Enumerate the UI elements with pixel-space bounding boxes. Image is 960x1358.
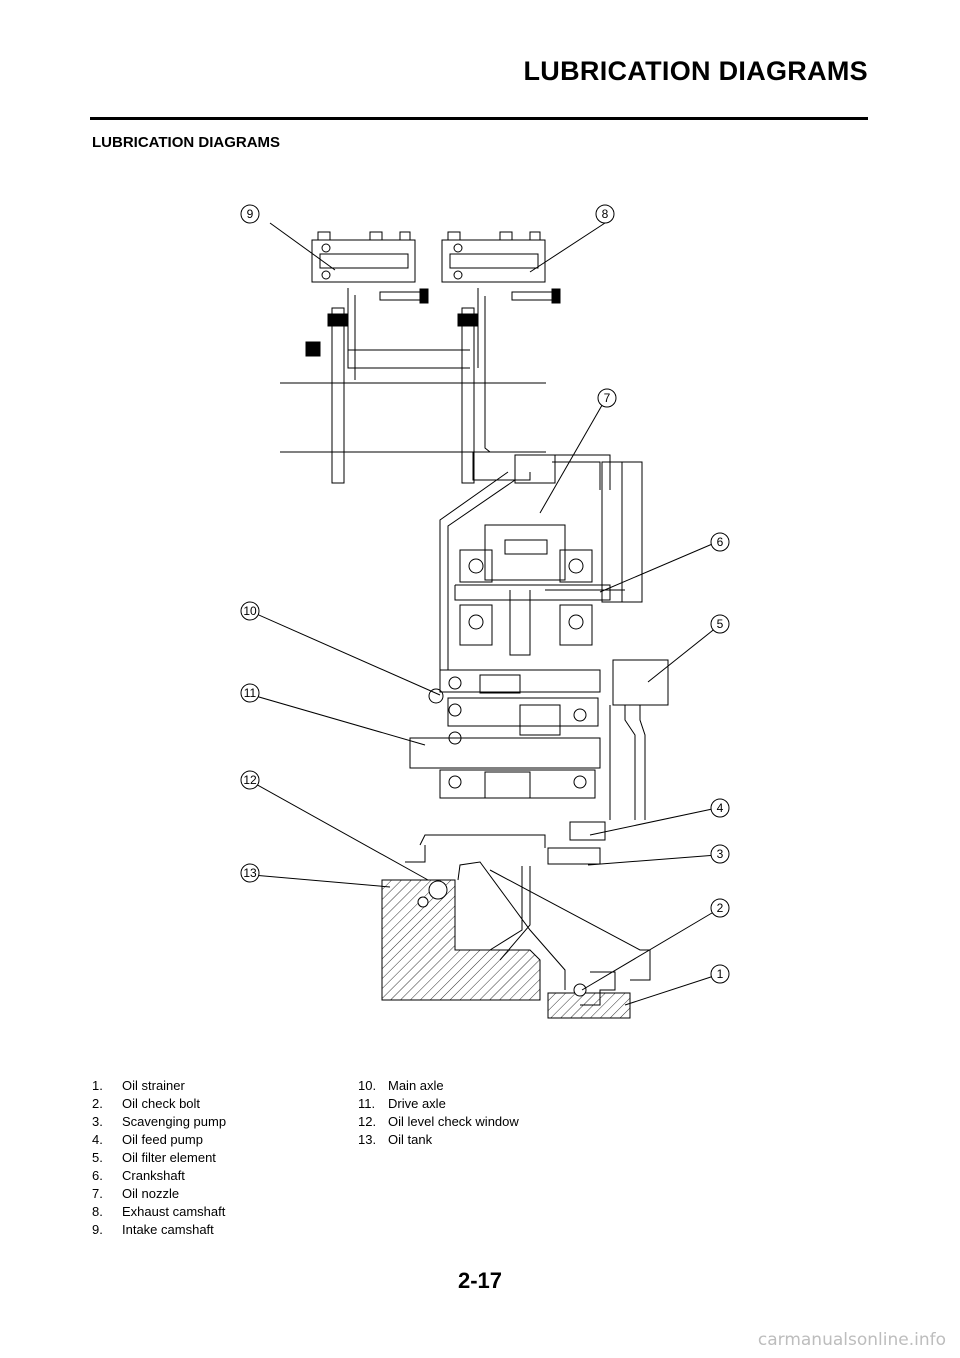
callout-9: 9 [240,204,260,224]
oil-filter [612,659,669,706]
section-title: LUBRICATION DIAGRAMS [92,134,281,151]
callout-8: 8 [595,204,615,224]
svg-text:10: 10 [243,604,257,618]
header-rule [90,117,868,120]
callout-12: 12 [240,770,260,790]
legend-item: 12.Oil level check window [358,1114,519,1129]
callout-4: 4 [710,798,730,818]
svg-text:5: 5 [717,617,724,631]
legend-item: 5.Oil filter element [92,1150,216,1165]
svg-text:2: 2 [717,901,724,915]
lubrication-diagram: 9 8 7 6 5 10 11 12 13 4 3 2 1 [240,204,730,1019]
legend-column-2: 10.Main axle 11.Drive axle 12.Oil level … [358,1077,519,1149]
oil-tank [381,879,541,1001]
svg-text:3: 3 [717,847,724,861]
callout-11: 11 [240,683,260,703]
scavenging-pump [547,847,601,865]
legend-item: 10.Main axle [358,1078,444,1093]
legend-item: 4.Oil feed pump [92,1132,203,1147]
oil-feed-pump [569,821,606,841]
crankshaft [454,524,625,656]
legend-item: 1.Oil strainer [92,1078,185,1093]
intake-camshaft-cap [311,231,416,283]
callout-7: 7 [597,388,617,408]
callout-10: 10 [240,601,260,621]
legend-item: 13.Oil tank [358,1132,433,1147]
svg-text:8: 8 [602,207,609,221]
watermark: carmanualsonline.info [757,1330,946,1350]
callout-6: 6 [710,532,730,552]
page-number: 2-17 [457,1268,503,1293]
page-header-title: LUBRICATION DIAGRAMS [523,56,868,86]
callout-13: 13 [240,863,260,883]
legend-item: 7.Oil nozzle [92,1186,180,1201]
transmission [409,669,601,799]
svg-text:7: 7 [604,391,611,405]
callout-3: 3 [710,844,730,864]
legend-item: 11.Drive axle [358,1096,446,1111]
callout-2: 2 [710,898,730,918]
svg-text:13: 13 [243,866,257,880]
legend-column-1: 1.Oil strainer 2.Oil check bolt 3.Scaven… [92,1077,226,1239]
legend-item: 9.Intake camshaft [92,1222,214,1237]
legend-item: 2.Oil check bolt [92,1096,201,1111]
svg-text:11: 11 [244,686,257,700]
callout-1: 1 [710,964,730,984]
svg-text:6: 6 [717,535,724,549]
exhaust-camshaft-cap [441,231,546,283]
svg-text:4: 4 [717,801,724,815]
legend-item: 6.Crankshaft [92,1168,185,1183]
svg-text:1: 1 [717,967,724,981]
svg-text:12: 12 [243,773,257,787]
legend-item: 3.Scavenging pump [92,1114,227,1129]
svg-text:9: 9 [247,207,254,221]
legend-item: 8.Exhaust camshaft [92,1204,226,1219]
callout-5: 5 [710,614,730,634]
